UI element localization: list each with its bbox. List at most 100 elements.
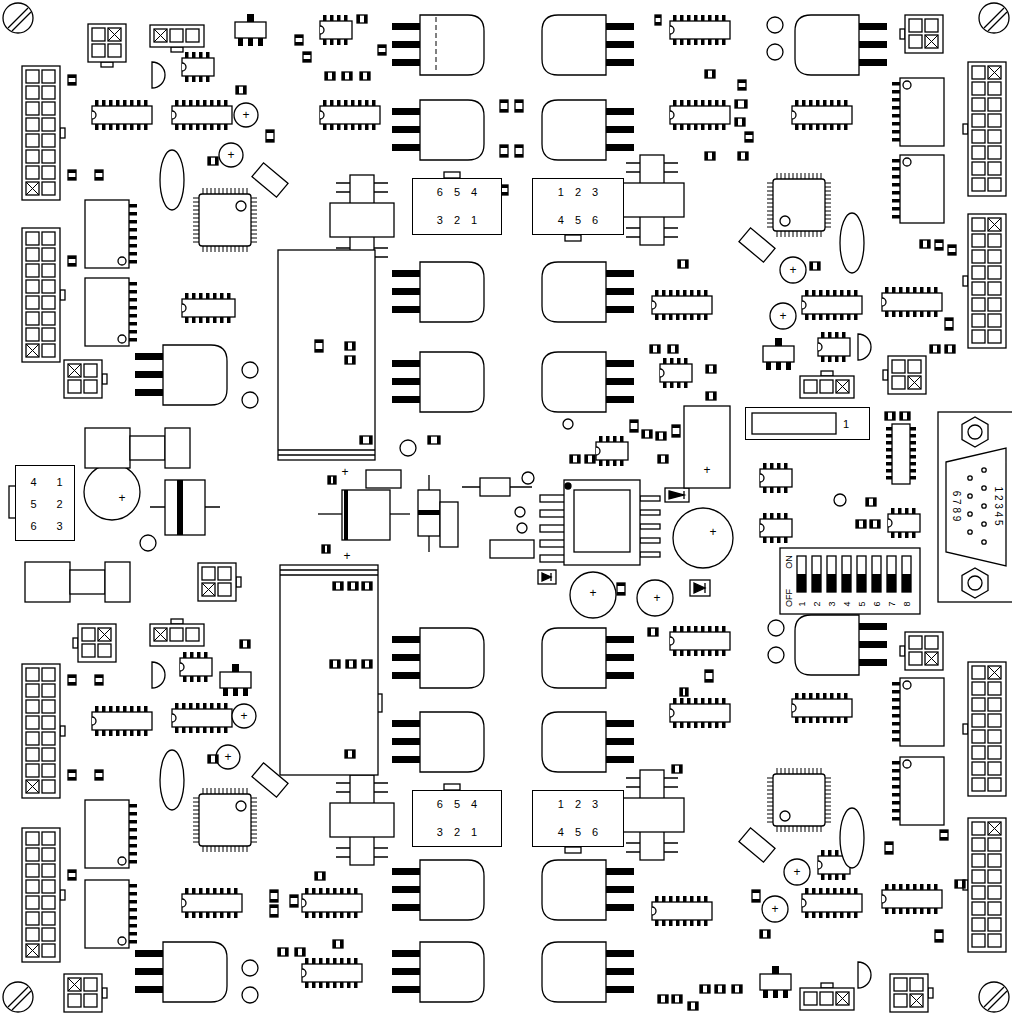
smd-passive	[362, 582, 365, 590]
smd-passive	[333, 940, 336, 948]
ic-soic	[683, 920, 687, 926]
electrolytic-capacitor	[219, 143, 243, 167]
ic-soic	[882, 298, 886, 306]
transistor-dpak	[392, 756, 422, 763]
connector-header	[988, 746, 1001, 759]
db9-connector	[982, 504, 986, 508]
ic-qfp	[801, 173, 802, 179]
connector-header	[988, 698, 1001, 711]
smd-passive	[760, 930, 763, 938]
ic-qfp	[825, 227, 831, 228]
ic-soic	[204, 652, 208, 658]
ic-qfp	[809, 826, 810, 832]
ic-soic	[823, 717, 827, 723]
ic-soic	[927, 287, 931, 293]
connector-header	[42, 700, 55, 713]
connector-header	[42, 150, 55, 163]
smd-passive	[315, 872, 318, 880]
connector-header	[42, 764, 55, 777]
ic-soic	[760, 469, 792, 487]
ic-large	[85, 800, 129, 868]
connector-header	[909, 19, 922, 32]
ic-large	[129, 236, 137, 240]
ic-soic	[927, 311, 931, 317]
smd-passive	[940, 830, 948, 833]
smd-passive	[333, 582, 336, 590]
ic-large	[892, 215, 900, 219]
ic-qfp	[767, 183, 773, 184]
ic-soic	[795, 717, 799, 723]
smd-passive	[500, 100, 508, 103]
smd-passive	[648, 628, 658, 636]
connector-header	[26, 780, 39, 793]
ic-soic	[123, 706, 127, 712]
ic-qfp	[825, 195, 831, 196]
ic-soic	[708, 100, 712, 106]
smd-passive	[940, 837, 948, 840]
ic-qfp	[767, 806, 773, 807]
ic-soic	[673, 15, 677, 21]
ic-soic	[319, 888, 323, 894]
ic-soic	[844, 100, 848, 106]
connector-header	[963, 124, 968, 134]
ic-qfp	[767, 211, 773, 212]
ceramic-capacitor	[242, 960, 258, 976]
ic-soic	[905, 532, 909, 538]
ic-soic	[687, 698, 691, 704]
ic-soic	[190, 676, 194, 682]
ic-soic	[704, 920, 708, 926]
smd-diode	[542, 573, 551, 581]
sot-regulator	[772, 966, 779, 974]
transistor-dpak	[420, 100, 484, 160]
ic-qfp	[251, 210, 257, 211]
connector-header	[22, 66, 60, 200]
ic-soic	[828, 850, 832, 856]
ic-large	[129, 884, 137, 888]
connector-header	[800, 376, 854, 398]
smd-passive	[208, 157, 218, 165]
smd-passive	[342, 72, 345, 80]
ic-soic	[891, 532, 895, 538]
ic-large	[892, 167, 900, 171]
smd-passive	[295, 42, 303, 45]
smd-passive	[745, 132, 753, 135]
ic-soic	[701, 124, 705, 130]
smd-passive	[672, 425, 680, 428]
smd-passive	[570, 455, 580, 463]
polarity-mark: +	[240, 710, 247, 722]
ic-soic	[816, 100, 820, 106]
smd-passive	[866, 498, 876, 506]
ic-soic	[130, 124, 134, 130]
ic-soic	[837, 100, 841, 106]
ic-soic	[722, 39, 726, 45]
dip-switch	[887, 556, 896, 592]
smd-passive	[656, 432, 659, 440]
ic-soic	[185, 76, 189, 82]
db9-connector	[968, 512, 972, 516]
ic-qfp	[251, 234, 257, 235]
power-ic	[565, 483, 571, 489]
ic-large	[903, 760, 911, 768]
transistor-dpak	[420, 712, 484, 772]
pin-numbers: 3 2 1	[413, 215, 501, 226]
ic-soic	[92, 111, 96, 119]
ic-soic	[199, 888, 203, 894]
ceramic-capacitor	[522, 472, 534, 484]
ic-soic	[182, 703, 186, 709]
sot-regulator	[232, 664, 239, 672]
ic-soic	[920, 908, 924, 914]
ic-soic	[830, 100, 834, 106]
ic-soic	[319, 958, 323, 964]
ic-soic	[680, 124, 684, 130]
sot-regulator	[233, 688, 238, 696]
smd-passive	[236, 86, 246, 94]
connector-header	[26, 182, 39, 195]
sot-regulator	[248, 38, 253, 46]
smd-passive	[515, 109, 523, 112]
ic-soic	[330, 100, 334, 106]
ic-qfp	[193, 202, 199, 203]
ic-soic	[708, 650, 712, 656]
ic-soic	[694, 100, 698, 106]
ic-soic	[210, 727, 214, 733]
ic-qfp	[231, 846, 232, 852]
